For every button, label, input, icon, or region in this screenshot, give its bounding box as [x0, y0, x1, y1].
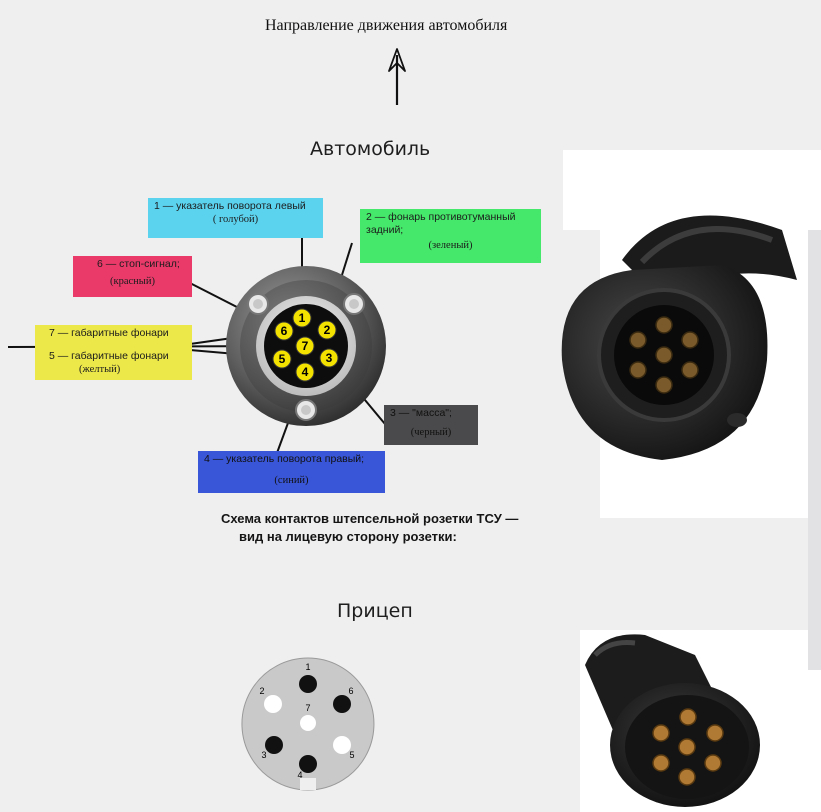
svg-text:5: 5 — [349, 750, 354, 760]
mounting-hole — [343, 293, 365, 315]
label-pin-7-main: 7 — габаритные фонари — [49, 327, 169, 339]
socket-pin-6: 6 — [274, 321, 294, 341]
label-pin-4-color: (синий) — [274, 475, 309, 486]
label-pin-4-main: 4 — указатель поворота правый; — [204, 453, 365, 465]
label-pin-6: 6 — стоп-сигнал; (красный) — [73, 256, 192, 297]
label-pin-1-color: ( голубой) — [212, 214, 259, 225]
svg-text:4: 4 — [302, 365, 309, 379]
label-pin-2: 2 — фонарь противотуманный задний; (зеле… — [360, 209, 541, 263]
svg-text:6: 6 — [348, 686, 353, 696]
label-pin-7-5: 7 — габаритные фонари 5 — габаритные фон… — [35, 325, 192, 380]
plug-pin-6: 6 — [333, 686, 354, 713]
label-pin-1-main: 1 — указатель поворота левый — [154, 200, 306, 212]
trailer-plug-diagram: 1 2 6 7 3 5 4 — [241, 657, 375, 791]
svg-text:7: 7 — [302, 339, 309, 353]
diagram-caption-line-2: вид на лицевую сторону розетки: — [239, 529, 457, 544]
label-pin-1: 1 — указатель поворота левый ( голубой) — [148, 198, 323, 238]
svg-text:2: 2 — [259, 686, 264, 696]
plug-pin-3: 3 — [261, 736, 283, 760]
car-socket-diagram: 1 2 3 4 5 6 7 — [226, 266, 386, 426]
label-pin-3: 3 — "масса"; (черный) — [384, 405, 478, 445]
label-pin-5-main: 5 — габаритные фонари — [49, 350, 169, 362]
trailer-heading: Прицеп — [337, 600, 413, 622]
socket-photo-panel — [563, 150, 821, 230]
svg-text:6: 6 — [281, 324, 288, 338]
socket-photo — [561, 215, 797, 460]
svg-text:1: 1 — [299, 311, 306, 325]
svg-text:1: 1 — [305, 662, 310, 672]
label-pin-3-main: 3 — "масса"; — [390, 407, 452, 419]
socket-pin-1: 1 — [292, 308, 312, 328]
direction-text: Направление движения автомобиля — [265, 17, 508, 34]
plug-photo — [585, 634, 760, 807]
svg-text:3: 3 — [261, 750, 266, 760]
svg-text:2: 2 — [324, 323, 331, 337]
label-pin-5-color: (желтый) — [79, 364, 121, 375]
socket-pin-2: 2 — [317, 320, 337, 340]
svg-text:5: 5 — [279, 352, 286, 366]
label-pin-4: 4 — указатель поворота правый; (синий) — [198, 451, 385, 493]
direction-arrow-icon — [388, 48, 406, 105]
mounting-hole — [247, 293, 269, 315]
svg-text:4: 4 — [297, 770, 302, 780]
socket-pin-7: 7 — [295, 336, 315, 356]
socket-pin-4: 4 — [295, 362, 315, 382]
plug-pin-1: 1 — [299, 662, 317, 693]
label-pin-2-main: 2 — фонарь противотуманный задний; — [366, 211, 516, 236]
plug-pin-5: 5 — [333, 736, 355, 760]
svg-text:7: 7 — [305, 703, 310, 713]
label-pin-6-main: 6 — стоп-сигнал; — [97, 258, 180, 270]
socket-pin-3: 3 — [319, 348, 339, 368]
right-edge-strip — [808, 230, 821, 670]
label-pin-2-color: (зеленый) — [428, 240, 473, 251]
label-pin-6-color: (красный) — [110, 276, 155, 287]
plug-pin-7: 7 — [300, 703, 316, 731]
plug-pin-4: 4 — [297, 755, 317, 780]
plug-pin-2: 2 — [259, 686, 282, 713]
label-pin-3-color: (черный) — [410, 427, 452, 438]
svg-text:3: 3 — [326, 351, 333, 365]
socket-pin-5: 5 — [272, 349, 292, 369]
mounting-hole — [295, 399, 317, 421]
diagram-caption-line-1: Схема контактов штепсельной розетки ТСУ … — [221, 511, 519, 526]
car-heading: Автомобиль — [310, 138, 431, 160]
